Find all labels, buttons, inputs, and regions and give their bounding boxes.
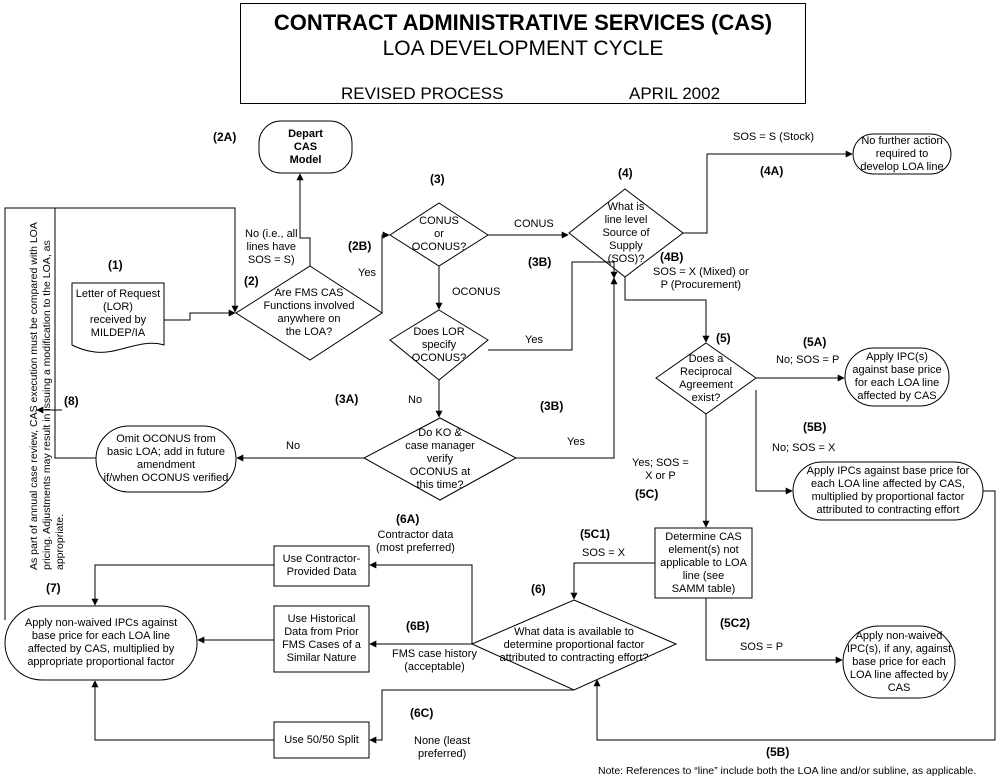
edge-label-no-all-sos: No (i.e., all lines have SOS = S) xyxy=(245,228,298,266)
connector-split-to-final xyxy=(91,680,274,741)
step-6a-label: (6A) xyxy=(396,512,420,526)
edge-label-yes-sos-x-or-p: Yes; SOS = X or P xyxy=(632,457,689,482)
annual-review-note-text: As part of annual case review, CAS execu… xyxy=(28,222,66,570)
step-3a-label: (3A) xyxy=(335,392,359,406)
contractor-data-process-shape xyxy=(273,545,370,587)
connector-sos-to-reciprocal xyxy=(624,277,710,343)
connector-lor-to-fms xyxy=(164,309,236,321)
omit-oconus-node: Omit OCONUS from basic LOA; add in futur… xyxy=(103,433,229,484)
lor-node: Letter of Request (LOR) received by MILD… xyxy=(75,288,161,339)
connector-lor-oconus-yes-to-sos xyxy=(488,261,618,351)
revised-label: REVISED PROCESS xyxy=(341,84,504,103)
edge-label-fms-history: FMS case history (acceptable) xyxy=(392,648,477,673)
connector-final-loop-to-review xyxy=(4,207,55,620)
step-3-label: (3) xyxy=(430,172,445,186)
apply-ipc-node: Apply IPC(s) against base price for each… xyxy=(852,351,942,402)
edge-label-contractor-pref: Contractor data (most preferred) xyxy=(376,529,455,554)
step-3b-bottom-label: (3B) xyxy=(540,399,564,413)
sos-node: What is line level Source of Supply (SOS… xyxy=(602,200,650,265)
depart-node: Depart CAS Model xyxy=(288,127,323,166)
contractor-data-node: Use Contractor- Provided Data xyxy=(282,553,361,578)
edge-label-conus: CONUS xyxy=(514,218,554,230)
apply-ipcs-factor-node: Apply IPCs against base price for each L… xyxy=(806,465,970,516)
connector-fms-to-conus xyxy=(381,231,390,313)
step-1-label: (1) xyxy=(108,258,123,272)
title-block: CONTRACT ADMINISTRATIVE SERVICES (CAS) L… xyxy=(240,3,806,104)
historical-data-node: Use Historical Data from Prior FMS Cases… xyxy=(282,613,361,664)
fms-functions-node: Are FMS CAS Functions involved anywhere … xyxy=(263,287,355,338)
determine-cas-node: Determine CAS element(s) not applicable … xyxy=(660,530,747,595)
connector-what-data-to-contractor xyxy=(369,561,473,644)
step-5b-top-label: (5B) xyxy=(803,420,827,434)
apply-final-terminator-shape xyxy=(4,605,198,681)
apply-ipc-terminator-shape xyxy=(844,347,950,407)
step-5a-label: (5A) xyxy=(803,335,827,349)
connector-ko-yes-to-sos xyxy=(516,277,618,459)
step-6-label: (6) xyxy=(531,582,546,596)
step-3b-top-label: (3B) xyxy=(528,255,552,269)
step-5c-label: (5C) xyxy=(635,487,659,501)
step-4-label: (4) xyxy=(618,166,633,180)
apply-nonwaived-p-node: Apply non-waived IPC(s), if any, against… xyxy=(846,629,952,694)
edge-label-no-sos-p: No; SOS = P xyxy=(776,354,840,366)
step-6c-label: (6C) xyxy=(410,706,434,720)
edge-label-none-least: None (least preferred) xyxy=(414,735,471,760)
connector-sos-to-no-further xyxy=(683,150,853,234)
annual-review-note: As part of annual case review, CAS execu… xyxy=(28,223,66,572)
connector-fms-to-depart xyxy=(296,173,311,266)
apply-nonwaived-p-terminator-shape xyxy=(842,625,956,699)
apply-final-node: Apply non-waived IPCs against base price… xyxy=(24,617,178,668)
what-data-node: What data is available to determine prop… xyxy=(499,625,649,664)
connector-what-data-to-split xyxy=(369,689,574,744)
connector-determine-to-apply-p xyxy=(705,598,843,664)
step-5-label: (5) xyxy=(716,331,731,345)
lor-document-shape xyxy=(71,282,165,353)
edge-label-sos-eq-x: SOS = X xyxy=(582,547,626,559)
lor-oconus-node: Does LOR specify OCONUS? xyxy=(411,325,467,364)
step-5b-bottom-label: (5B) xyxy=(766,745,790,759)
split-node: Use 50/50 Split xyxy=(284,733,359,746)
edge-label-yes-ko: Yes xyxy=(567,436,585,448)
connector-contractor-to-final xyxy=(91,564,274,606)
edge-label-no-lor: No xyxy=(408,394,423,406)
step-4a-label: (4A) xyxy=(760,164,784,178)
step-2a-label: (2A) xyxy=(213,130,237,144)
step-5c1-label: (5C1) xyxy=(580,527,611,541)
step-2b-label: (2B) xyxy=(348,239,372,253)
reciprocal-node: Does a Reciprocal Agreement exist? xyxy=(679,352,733,404)
no-further-terminator-shape xyxy=(852,133,952,175)
step-7-label: (7) xyxy=(46,581,61,595)
connector-determine-to-what-data xyxy=(570,562,655,600)
omit-oconus-terminator-shape xyxy=(95,425,237,493)
diagram-title: CONTRACT ADMINISTRATIVE SERVICES (CAS) xyxy=(273,10,773,35)
edge-label-oconus: OCONUS xyxy=(452,286,501,298)
step-6b-label: (6B) xyxy=(406,619,430,633)
fms-functions-decision-shape xyxy=(235,265,383,361)
edge-label-yes-2b: Yes xyxy=(358,267,376,279)
step-2-label: (2) xyxy=(244,274,259,288)
conus-node: CONUS or OCONUS? xyxy=(411,215,467,253)
edge-label-sos-eq-p: SOS = P xyxy=(740,641,784,653)
edge-label-sos-mixed: SOS = X (Mixed) or P (Procurement) xyxy=(653,266,749,291)
edge-label-sos-stock: SOS = S (Stock) xyxy=(733,131,814,143)
step-8-label: (8) xyxy=(64,394,79,408)
date-label: APRIL 2002 xyxy=(629,84,721,103)
edge-label-yes-lor: Yes xyxy=(525,334,543,346)
no-further-node: No further action required to develop LO… xyxy=(860,134,944,173)
connector-reciprocal-to-apply-factor xyxy=(755,390,793,495)
edge-label-no-sos-x: No; SOS = X xyxy=(772,442,836,454)
ko-verify-decision-shape xyxy=(362,417,518,501)
diagram-subtitle: LOA DEVELOPMENT CYCLE xyxy=(382,37,664,60)
edge-label-no-ko: No xyxy=(286,440,301,452)
historical-data-process-shape xyxy=(273,605,370,673)
footnote: Note: References to “line” include both … xyxy=(598,765,977,777)
step-5c2-label: (5C2) xyxy=(720,616,751,630)
ko-verify-node: Do KO & case manager verify OCONUS at th… xyxy=(405,426,475,491)
depart-terminator-shape xyxy=(258,120,353,174)
connector-apply-factor-loop xyxy=(593,490,996,741)
step-4b-label: (4B) xyxy=(660,250,684,264)
